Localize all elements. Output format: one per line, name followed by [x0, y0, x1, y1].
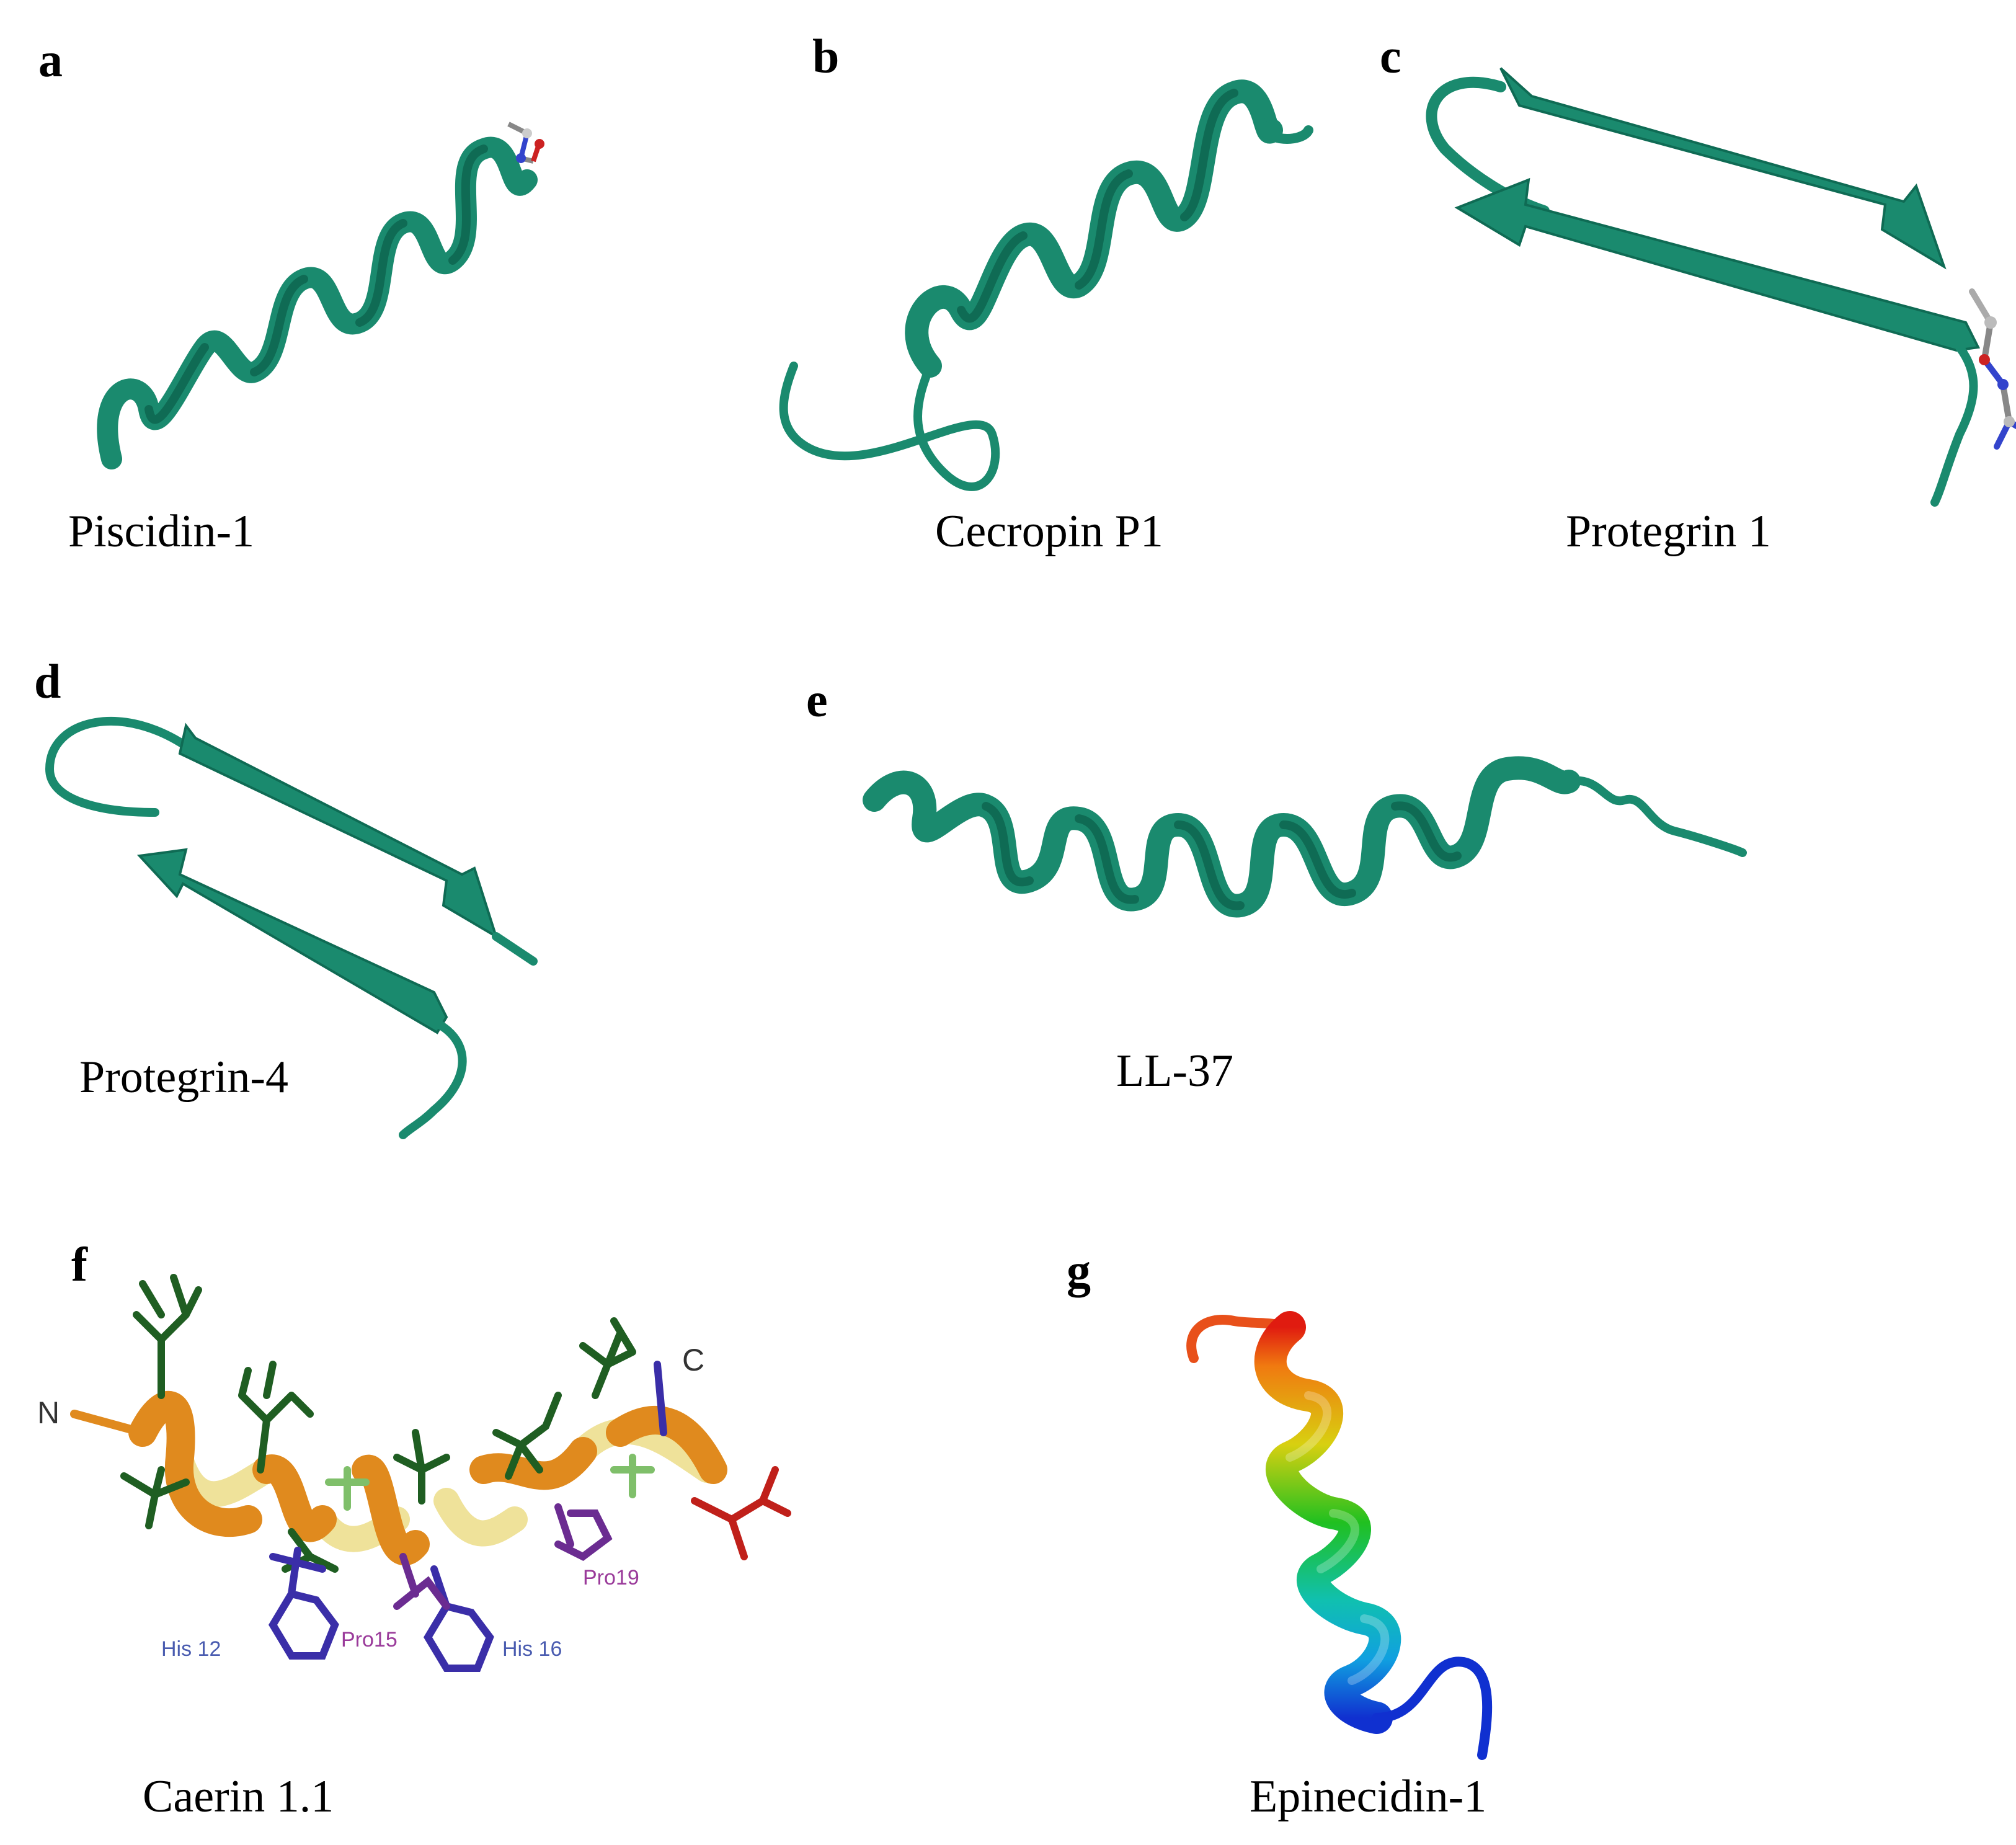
loop-coil	[779, 362, 1000, 491]
beta-strand-lower	[136, 848, 448, 1034]
piscidin-1-structure	[97, 122, 544, 469]
caption-protegrin-4: Protegrin-4	[79, 1052, 289, 1103]
residue-label-pro19: Pro19	[583, 1566, 639, 1589]
c-terminal-tail	[1930, 343, 1978, 507]
cecropin-p1-structure	[779, 79, 1313, 491]
c-terminal-tail	[1565, 776, 1747, 857]
panel-letter-a: a	[38, 33, 63, 87]
c-terminal-loop	[1253, 108, 1313, 144]
panel-f: f N C	[0, 1209, 868, 1845]
caption-ll-37: LL-37	[1116, 1046, 1234, 1096]
caption-piscidin-1: Piscidin-1	[68, 506, 255, 557]
protegrin-4-structure	[45, 716, 538, 1139]
panel-letter-c: c	[1380, 29, 1401, 83]
c-terminus-label: C	[682, 1343, 704, 1377]
residue-light-green-sticks	[325, 1454, 655, 1511]
helix-ribbon	[1254, 1311, 1401, 1734]
helix-ribbon-front	[128, 1390, 727, 1565]
residue-green-sticks	[120, 1274, 636, 1573]
panel-letter-g: g	[1067, 1243, 1091, 1297]
caerin-1-1-structure: N C	[37, 1274, 791, 1672]
beta-strand-lower	[1454, 177, 1981, 352]
panel-e: e LL-37	[744, 620, 1747, 1154]
n-terminal-loop	[1186, 1315, 1295, 1363]
residue-label-his12: His 12	[161, 1637, 221, 1661]
residue-purple-sticks	[393, 1503, 613, 1610]
panel-letter-e: e	[806, 673, 828, 727]
panel-g: g Epinecidin-1	[1054, 1209, 1922, 1845]
helix-ribbon-shade	[1286, 1391, 1390, 1685]
residue-red-sticks	[691, 1466, 791, 1560]
terminal-residue	[507, 122, 544, 164]
panel-letter-b: b	[812, 29, 840, 83]
panel-letter-f: f	[71, 1237, 87, 1291]
helix-ribbon	[863, 756, 1581, 918]
beta-strand-upper	[1499, 67, 1947, 270]
residue-label-his16: His 16	[502, 1637, 562, 1661]
helix-ribbon	[905, 79, 1283, 378]
caption-epinecidin-1: Epinecidin-1	[1250, 1771, 1487, 1822]
caption-caerin-1-1: Caerin 1.1	[143, 1771, 334, 1822]
ll-37-structure	[863, 756, 1747, 918]
panel-b: b Cecropin P1	[682, 0, 1364, 571]
caption-protegrin-1: Protegrin 1	[1566, 506, 1771, 557]
epinecidin-1-structure	[1186, 1311, 1493, 1760]
strand-end	[399, 932, 538, 1139]
n-terminus-label: N	[37, 1395, 60, 1430]
panel-d: d Protegrin-4	[0, 620, 682, 1154]
c-terminal-loop	[1372, 1656, 1493, 1760]
hairpin-turn	[45, 716, 197, 817]
helix-ribbon-shade	[144, 144, 488, 424]
panel-letter-d: d	[34, 654, 61, 708]
helix-ribbon-shade	[982, 801, 1462, 910]
side-chain-residue	[1969, 288, 2016, 450]
protegrin-1-structure	[1426, 67, 2016, 507]
panel-c: c Protegrin 1	[1364, 0, 2016, 571]
helix-ribbon-shade	[957, 89, 1238, 323]
panel-a: a Piscidin-1	[0, 0, 620, 571]
residue-label-pro15: Pro15	[341, 1628, 397, 1652]
caption-cecropin-p1: Cecropin P1	[935, 506, 1163, 557]
